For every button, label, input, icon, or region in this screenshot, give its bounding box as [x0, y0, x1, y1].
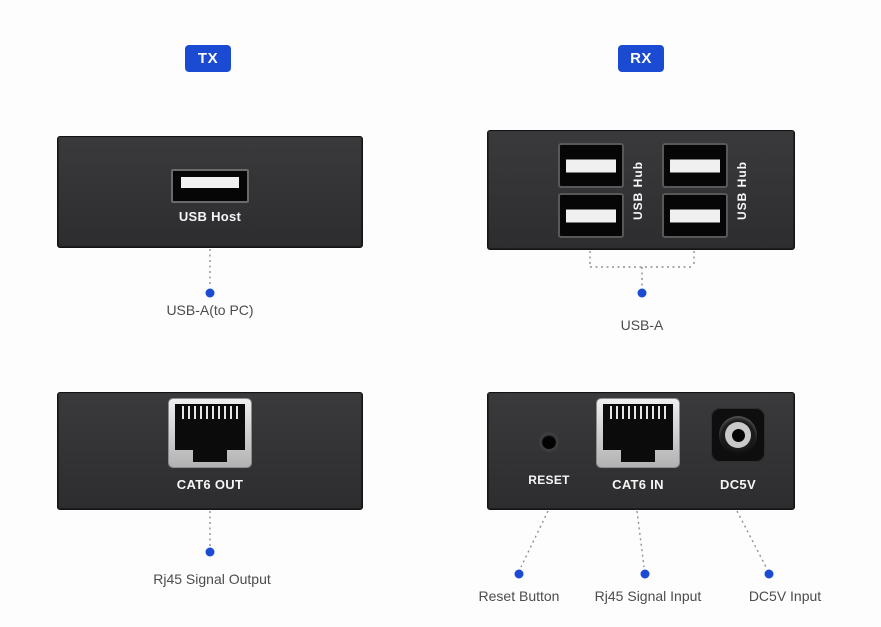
- callout-line: [636, 510, 645, 568]
- usb-host-label: USB Host: [178, 209, 242, 224]
- callout-dot: [205, 547, 215, 557]
- rj45-body: [603, 404, 673, 450]
- callout-dot: [640, 569, 650, 579]
- usb-tongue: [670, 209, 720, 222]
- dc-power-jack: [711, 408, 765, 462]
- usb-hub-label: USB Hub: [735, 161, 749, 220]
- rj45-tab: [193, 450, 227, 462]
- callout-rj45-signal-input: Rj45 Signal Input: [594, 588, 702, 604]
- dc-jack-center: [731, 428, 745, 442]
- usb-hub-port: [662, 143, 728, 188]
- usb-hub-port: [558, 143, 624, 188]
- callout-line: [736, 510, 767, 568]
- usb-hub-group-1: USB Hub: [558, 143, 645, 238]
- usb-hub-group-2: USB Hub: [662, 143, 749, 238]
- usb-hub-label: USB Hub: [631, 161, 645, 220]
- tx-front-panel: USB Host: [57, 136, 363, 248]
- callout-dc5v-input: DC5V Input: [748, 588, 822, 604]
- callout-dot: [764, 569, 774, 579]
- usb-tongue: [566, 159, 616, 172]
- rj45-pins: [610, 406, 666, 419]
- reset-hole: [542, 435, 556, 449]
- dc5v-label: DC5V: [720, 477, 756, 492]
- callout-usb-a: USB-A: [620, 317, 664, 333]
- cat6-in-label: CAT6 IN: [612, 477, 664, 492]
- cat6-out-label: CAT6 OUT: [176, 477, 244, 492]
- callout-dot: [514, 569, 524, 579]
- usb-hub-port: [558, 193, 624, 238]
- callout-rj45-signal-output: Rj45 Signal Output: [153, 571, 271, 587]
- usb-stack: [558, 143, 624, 238]
- usb-hub-port: [662, 193, 728, 238]
- callout-line: [520, 510, 549, 568]
- dc-jack-outer: [719, 416, 757, 454]
- rj45-body: [175, 404, 245, 450]
- tx-rear-panel: CAT6 OUT: [57, 392, 363, 510]
- rj45-port-cat6-out: [169, 399, 251, 467]
- usb-tongue: [670, 159, 720, 172]
- callout-usb-a-to-pc: USB-A(to PC): [166, 302, 254, 318]
- callout-reset-button: Reset Button: [478, 588, 560, 604]
- reset-label: RESET: [528, 473, 570, 487]
- callout-dot: [205, 288, 215, 298]
- rx-rear-panel: RESET CAT6 IN DC5V: [487, 392, 795, 510]
- usb-tongue: [566, 209, 616, 222]
- callout-dot: [637, 288, 647, 298]
- rx-front-panel: USB Hub USB Hub: [487, 130, 795, 250]
- usb-stack: [662, 143, 728, 238]
- rx-badge: RX: [618, 45, 664, 72]
- usb-tongue: [181, 177, 239, 188]
- tx-badge: TX: [185, 45, 231, 72]
- rj45-port-cat6-in: [597, 399, 679, 467]
- usb-host-port: [171, 169, 249, 203]
- rj45-pins: [182, 406, 238, 419]
- rj45-tab: [621, 450, 655, 462]
- dc-jack-ring: [725, 422, 751, 448]
